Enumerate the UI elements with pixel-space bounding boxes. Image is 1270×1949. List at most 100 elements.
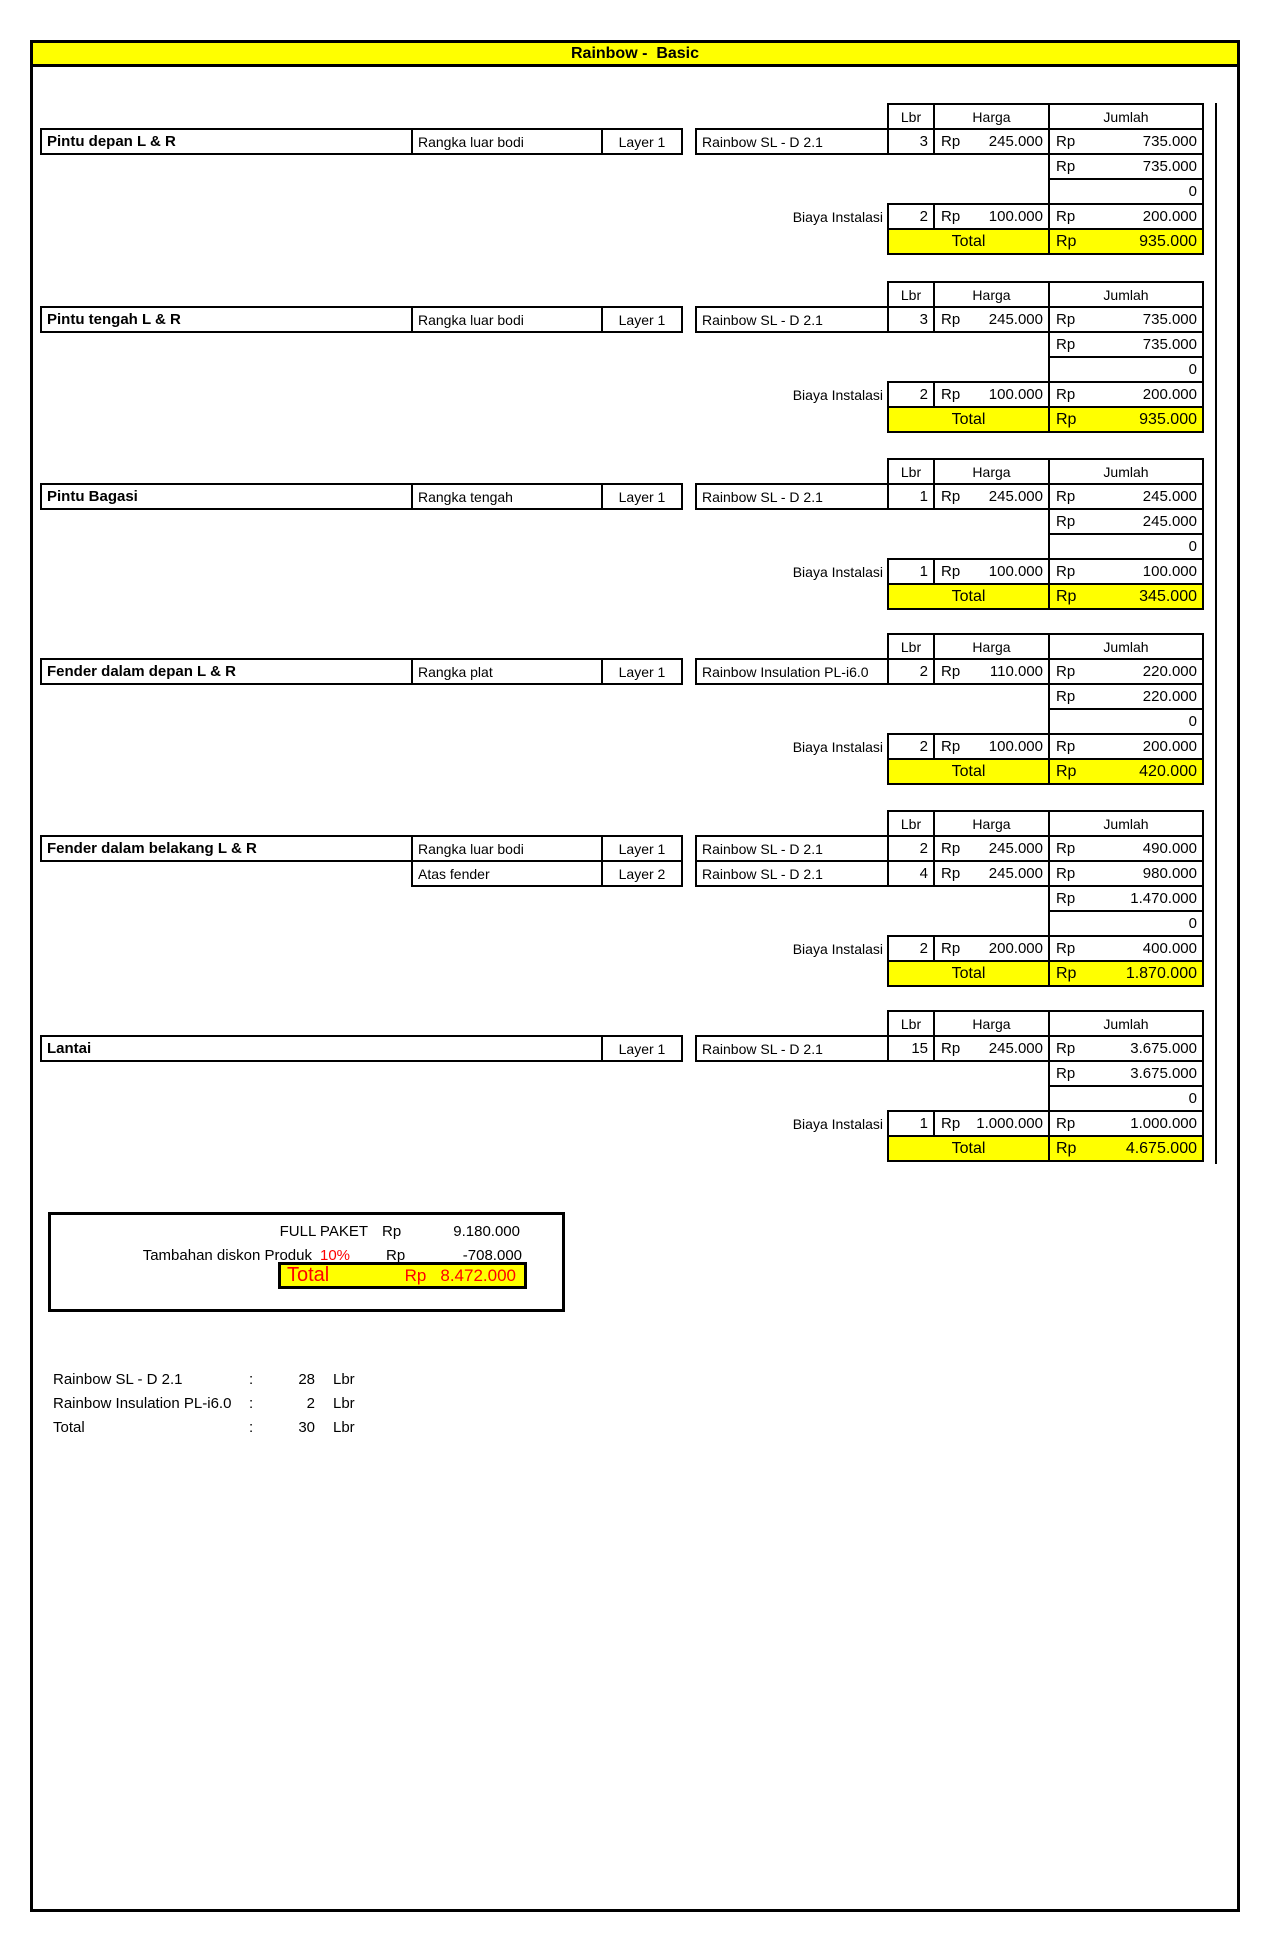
jumlah-cell-value: 490.000 [1142,840,1197,857]
currency-label: Rp [1056,1040,1076,1057]
col-header-lbr: Lbr [887,458,935,485]
currency-label: Rp [1056,488,1076,505]
instalasi-lbr-cell: 1 [887,1110,935,1137]
instalasi-harga-cell-value: 100.000 [988,563,1043,580]
diskon-label: Tambahan diskon Produk [142,1246,312,1264]
currency-label: Rp [941,940,961,957]
currency-label: Rp [1056,158,1076,175]
currency-label: Rp [382,1222,402,1240]
currency-label: Rp [1056,336,1076,353]
instalasi-label: Biaya Instalasi [792,208,883,225]
material-row: Rainbow Insulation PL-i6.0 : 2 Lbr [53,1392,355,1414]
harga-cell-value: 245.000 [988,1040,1043,1057]
layer-box: Layer 2 [601,860,683,887]
section-name-box: Pintu depan L & R [40,128,413,155]
subtotal-cell-value: 1.470.000 [1130,890,1197,907]
section-total-cell-value: 420.000 [1139,762,1197,780]
material-separator: : [249,1394,254,1412]
currency-label: Rp [404,1265,427,1285]
instalasi-lbr-cell: 2 [887,733,935,760]
currency-label: Rp [941,1115,961,1132]
zero-cell: 0 [1048,910,1204,937]
subtotal-cell-value: 735.000 [1142,336,1197,353]
currency-label: Rp [1056,587,1077,605]
currency-label: Rp [1056,940,1076,957]
material-unit: Lbr [333,1370,355,1388]
currency-label: Rp [941,1040,961,1057]
section-total-cell-value: 345.000 [1139,587,1197,605]
currency-label: Rp [941,311,961,328]
layer-box: Layer 1 [601,658,683,685]
section-total-label: Total [887,228,1050,255]
document-title-bar: Rainbow - Basic [30,40,1240,67]
currency-label: Rp [941,663,961,680]
currency-label: Rp [1056,1115,1076,1132]
section-total-cell-value: 4.675.000 [1125,1139,1197,1157]
currency-label: Rp [941,133,961,150]
currency-label: Rp [1056,311,1076,328]
lbr-cell: 1 [887,483,935,510]
layer-box: Layer 1 [601,306,683,333]
full-paket-value: 9.180.000 [453,1222,520,1240]
instalasi-harga-cell-value: 100.000 [988,738,1043,755]
section-total-cell-value: 935.000 [1139,410,1197,428]
grand-total-value: 8.472.000 [440,1265,516,1285]
instalasi-label: Biaya Instalasi [792,386,883,403]
currency-label: Rp [1056,840,1076,857]
harga-cell-value: 245.000 [988,865,1043,882]
subtotal-cell-value: 220.000 [1142,688,1197,705]
material-unit: Lbr [333,1394,355,1412]
currency-label: Rp [1056,762,1077,780]
lbr-cell: 3 [887,128,935,155]
material-name: Total [53,1418,85,1436]
currency-label: Rp [1056,208,1076,225]
jumlah-cell-value: 980.000 [1142,865,1197,882]
area-desc-box: Rangka luar bodi [411,306,603,333]
currency-label: Rp [1056,738,1076,755]
col-header-harga: Harga [933,1010,1050,1037]
product-box: Rainbow SL - D 2.1 [695,306,889,333]
material-separator: : [249,1370,254,1388]
zero-cell: 0 [1048,708,1204,735]
currency-label: Rp [941,865,961,882]
col-header-jumlah: Jumlah [1048,458,1204,485]
section-name-box: Fender dalam depan L & R [40,658,413,685]
subtotal-cell: Rp 735.000 [1048,153,1204,180]
grand-total-label: Total [287,1264,330,1286]
product-box: Rainbow SL - D 2.1 [695,483,889,510]
currency-label: Rp [1056,688,1076,705]
currency-label: Rp [1056,964,1077,982]
layer-box: Layer 1 [601,835,683,862]
section-total-label: Total [887,1135,1050,1162]
col-header-jumlah: Jumlah [1048,103,1204,130]
harga-cell-value: 245.000 [988,488,1043,505]
harga-cell: Rp 245.000 [933,860,1050,887]
instalasi-harga-cell-value: 100.000 [988,386,1043,403]
area-desc-box: Atas fender [411,860,603,887]
subtotal-cell-value: 735.000 [1142,158,1197,175]
zero-cell: 0 [1048,533,1204,560]
lbr-cell: 2 [887,658,935,685]
instalasi-lbr-cell: 2 [887,381,935,408]
area-desc-box: Rangka luar bodi [411,835,603,862]
full-paket-label: FULL PAKET [279,1222,368,1240]
